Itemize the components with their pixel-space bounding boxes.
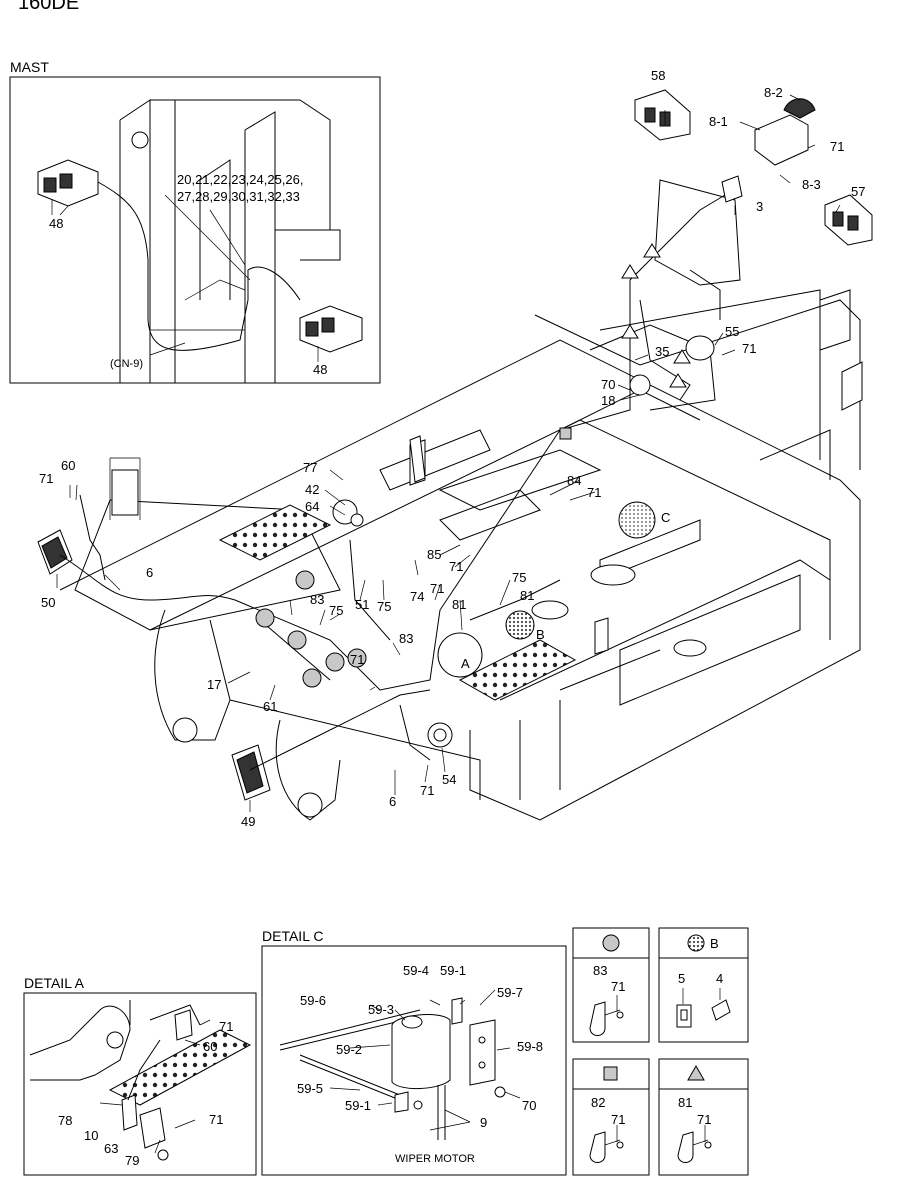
label-8-3: 8-3 bbox=[802, 177, 821, 192]
label-81-b: 81 bbox=[520, 588, 534, 603]
mast-label-harness-2: 27,28,29,30,31,32,33 bbox=[177, 189, 300, 204]
detail-c-caption: WIPER MOTOR bbox=[395, 1153, 475, 1165]
label-18: 18 bbox=[601, 393, 615, 408]
label-58: 58 bbox=[651, 68, 665, 83]
label-71-e: 71 bbox=[449, 559, 463, 574]
mast-label-harness-1: 20,21,22,23,24,25,26, bbox=[177, 172, 304, 187]
detail-c-label-59-1-bottom: 59-1 bbox=[345, 1098, 371, 1113]
detail-c-label-59-7: 59-7 bbox=[497, 985, 523, 1000]
label-83-b: 83 bbox=[399, 631, 413, 646]
detail-c-label-59-6: 59-6 bbox=[300, 993, 326, 1008]
mast-label-48-top: 48 bbox=[49, 216, 63, 231]
lamp-58 bbox=[634, 89, 691, 141]
legend-gray-square bbox=[572, 1058, 650, 1176]
label-71-b: 71 bbox=[742, 341, 756, 356]
label-6-a: 6 bbox=[146, 565, 153, 580]
label-81: 81 bbox=[452, 597, 466, 612]
legend-2-part-5: 5 bbox=[678, 971, 685, 986]
detail-c-label-59-4: 59-4 bbox=[403, 963, 429, 978]
detail-c-label-59-1-top: 59-1 bbox=[440, 963, 466, 978]
detail-a-box bbox=[23, 992, 257, 1176]
legend-2-part-4: 4 bbox=[716, 971, 723, 986]
legend-triangle bbox=[658, 1058, 749, 1176]
label-3: 3 bbox=[756, 199, 763, 214]
detail-a-drawing bbox=[29, 1000, 252, 1161]
label-17: 17 bbox=[207, 677, 221, 692]
label-85: 85 bbox=[427, 547, 441, 562]
label-57: 57 bbox=[851, 184, 865, 199]
label-54: 54 bbox=[442, 772, 456, 787]
label-71-d: 71 bbox=[39, 471, 53, 486]
legend-1-part-83: 83 bbox=[593, 963, 607, 978]
label-60: 60 bbox=[61, 458, 75, 473]
detail-a-label-71-b: 71 bbox=[209, 1112, 223, 1127]
detail-a-label-10: 10 bbox=[84, 1128, 98, 1143]
rear-lamp-49 bbox=[231, 744, 271, 801]
label-70: 70 bbox=[601, 377, 615, 392]
legend-dotted-circle bbox=[658, 927, 749, 1043]
label-64: 64 bbox=[305, 499, 319, 514]
label-75-b: 75 bbox=[512, 570, 526, 585]
rear-lamp-50 bbox=[37, 529, 73, 575]
label-61: 61 bbox=[263, 699, 277, 714]
label-84: 84 bbox=[567, 473, 581, 488]
label-71-f: 71 bbox=[430, 581, 444, 596]
label-circle-b: B bbox=[536, 627, 545, 642]
detail-c-label-9: 9 bbox=[480, 1115, 487, 1130]
label-71-a: 71 bbox=[830, 139, 844, 154]
beacon-8 bbox=[754, 98, 816, 166]
label-circle-c: C bbox=[661, 510, 670, 525]
mast-drawing bbox=[37, 99, 363, 383]
label-51: 51 bbox=[355, 597, 369, 612]
mast-label-48-bottom: 48 bbox=[313, 362, 327, 377]
lamp-57 bbox=[824, 194, 873, 246]
label-42: 42 bbox=[305, 482, 319, 497]
detail-a-label-71-a: 71 bbox=[219, 1019, 233, 1034]
label-35: 35 bbox=[655, 344, 669, 359]
label-77: 77 bbox=[303, 460, 317, 475]
detail-a-label-79: 79 bbox=[125, 1153, 139, 1168]
detail-c-label-70: 70 bbox=[522, 1098, 536, 1113]
mast-lamp-top bbox=[37, 159, 99, 207]
detail-c-label-59-5: 59-5 bbox=[297, 1081, 323, 1096]
detail-c-label-59-8: 59-8 bbox=[517, 1039, 543, 1054]
label-55: 55 bbox=[725, 324, 739, 339]
label-8-2: 8-2 bbox=[764, 85, 783, 100]
label-50: 50 bbox=[41, 595, 55, 610]
detail-c-label-59-3: 59-3 bbox=[368, 1002, 394, 1017]
detail-c-box bbox=[261, 945, 567, 1176]
label-71-c: 71 bbox=[587, 485, 601, 500]
mast-label-connector: (CN-9) bbox=[110, 358, 143, 370]
detail-a-title: DETAIL A bbox=[24, 975, 85, 991]
legend-gray-circle bbox=[572, 927, 650, 1043]
detail-a-label-60: 60 bbox=[203, 1039, 217, 1054]
detail-c-label-59-2: 59-2 bbox=[336, 1042, 362, 1057]
label-83-a: 83 bbox=[310, 592, 324, 607]
detail-a-label-78: 78 bbox=[58, 1113, 72, 1128]
chassis-drawing bbox=[37, 89, 873, 821]
label-75-a: 75 bbox=[377, 599, 391, 614]
label-49: 49 bbox=[241, 814, 255, 829]
detail-a-label-63: 63 bbox=[104, 1141, 118, 1156]
detail-c-title: DETAIL C bbox=[262, 928, 323, 944]
mast-title: MAST bbox=[10, 59, 49, 75]
legend-1-part-71: 71 bbox=[611, 979, 625, 994]
detail-c-drawing bbox=[279, 989, 521, 1140]
legend-2-header: B bbox=[710, 936, 719, 951]
label-71-g: 71 bbox=[350, 652, 364, 667]
model-title: 160DE bbox=[18, 0, 79, 14]
legend-3-part-71: 71 bbox=[611, 1112, 625, 1127]
legend-4-part-71: 71 bbox=[697, 1112, 711, 1127]
mast-lamp-bottom bbox=[299, 305, 363, 353]
label-circle-a: A bbox=[461, 656, 470, 671]
label-6-b: 6 bbox=[389, 794, 396, 809]
label-8-1: 8-1 bbox=[709, 114, 728, 129]
legend-4-part-81: 81 bbox=[678, 1095, 692, 1110]
label-75-c: 75 bbox=[329, 603, 343, 618]
label-71-h: 71 bbox=[420, 783, 434, 798]
mast-box bbox=[9, 76, 381, 384]
label-74: 74 bbox=[410, 589, 424, 604]
legend-3-part-82: 82 bbox=[591, 1095, 605, 1110]
